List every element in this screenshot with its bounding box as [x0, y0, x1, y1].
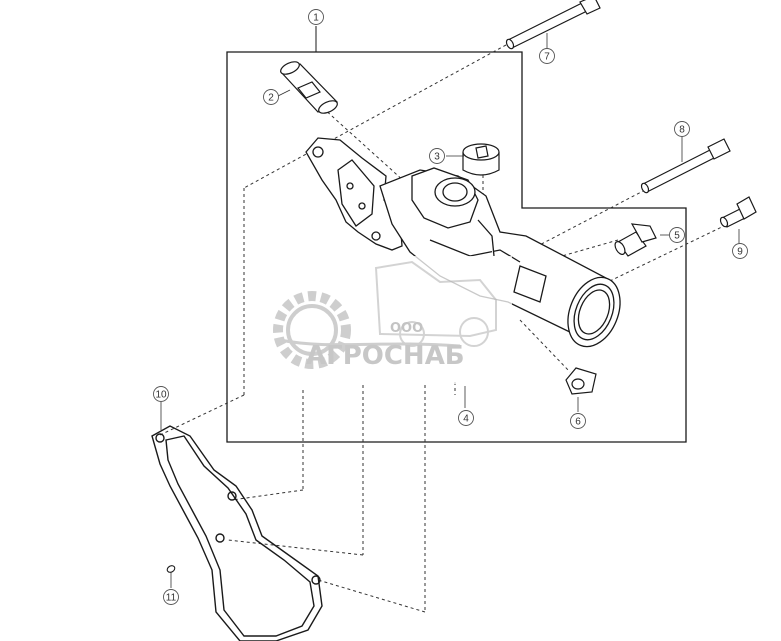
gasket-10: [151, 425, 323, 641]
watermark: ООО АГРОСНАБ: [262, 256, 512, 384]
cup-3: [462, 143, 500, 176]
callout-2: 2: [263, 89, 279, 105]
svg-text:9: 9: [737, 247, 743, 258]
callout-8: 8: [674, 121, 690, 137]
sensor-5: [614, 223, 657, 257]
svg-text:5: 5: [674, 231, 680, 242]
callout-7: 7: [539, 48, 555, 64]
bushing-6: [565, 367, 597, 395]
callout-1: 1: [308, 9, 324, 25]
svg-text:4: 4: [463, 414, 469, 425]
callouts: 1 2 3 4 5 6 7 8: [153, 9, 748, 605]
pump-housing: [305, 137, 621, 348]
gear-icon: [273, 291, 351, 369]
watermark-name: АГРОСНАБ: [306, 341, 465, 371]
svg-text:11: 11: [166, 593, 177, 604]
bolt-9: [719, 196, 757, 228]
pin-11: [166, 565, 176, 573]
assembly-boundary: [226, 51, 687, 443]
callout-6: 6: [570, 413, 586, 429]
watermark-prefix: ООО: [390, 321, 423, 336]
bolt-7: [505, 0, 601, 50]
callout-leaders: [160, 33, 740, 430]
callout-11: 11: [163, 589, 179, 605]
svg-text:8: 8: [679, 125, 685, 136]
tractor-icon: [374, 260, 497, 338]
callout-9: 9: [732, 243, 748, 259]
callout-10: 10: [153, 386, 169, 402]
bolt-8: [640, 138, 731, 194]
svg-text:1: 1: [313, 13, 319, 24]
svg-text:2: 2: [268, 93, 274, 104]
svg-text:10: 10: [155, 390, 167, 401]
callout-3: 3: [429, 148, 445, 164]
svg-text:7: 7: [544, 52, 550, 63]
fitting-2: [279, 61, 338, 114]
callout-4: 4: [458, 410, 474, 426]
callout-5: 5: [669, 227, 685, 243]
svg-text:6: 6: [575, 417, 581, 428]
svg-text:3: 3: [434, 152, 440, 163]
